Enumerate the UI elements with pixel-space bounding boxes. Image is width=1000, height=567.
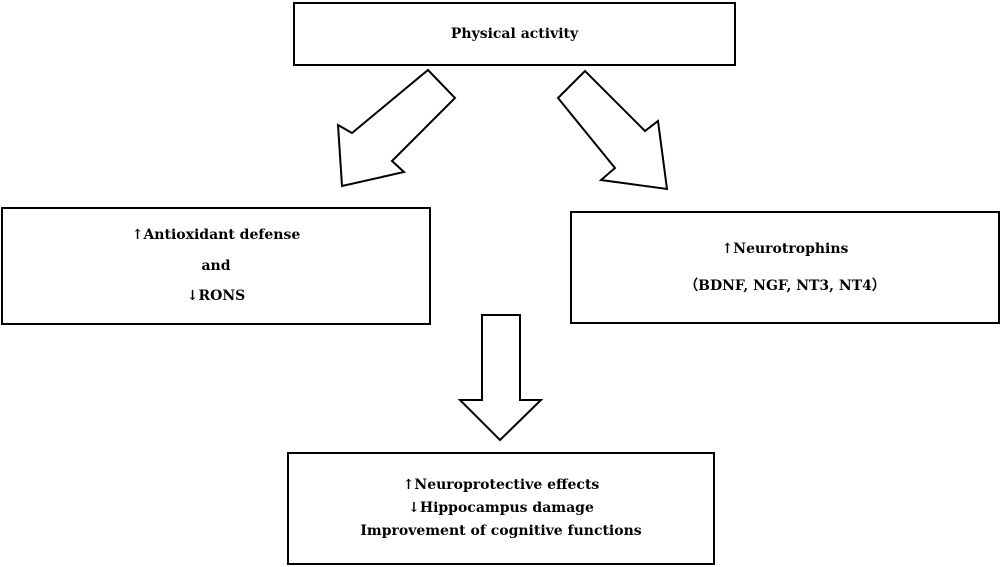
arrow-to-right-box xyxy=(556,69,669,191)
physical-activity-label: Physical activity xyxy=(450,25,579,42)
antioxidant-defense-text: ↑Antioxidant defense xyxy=(131,226,301,243)
neurotrophins-text: ↑Neurotrophins xyxy=(721,240,849,257)
rons-text: ↓RONS xyxy=(186,288,246,305)
neurotrophins-box: ↑Neurotrophins （BDNF, NGF, NT3, NT4） xyxy=(570,211,1000,324)
outcomes-box: ↑Neuroprotective effects ↓Hippocampus da… xyxy=(287,452,715,565)
antioxidant-box: ↑Antioxidant defense and ↓RONS xyxy=(1,207,431,325)
arrow-to-left-box xyxy=(336,68,457,188)
hippocampus-damage-text: ↓Hippocampus damage xyxy=(408,500,594,517)
neuroprotective-effects-text: ↑Neuroprotective effects xyxy=(402,477,600,494)
and-text: and xyxy=(201,257,231,274)
physical-activity-box: Physical activity xyxy=(293,2,736,66)
cognitive-functions-text: Improvement of cognitive functions xyxy=(360,522,642,539)
neurotrophins-list-text: （BDNF, NGF, NT3, NT4） xyxy=(684,277,886,294)
arrow-to-bottom-box xyxy=(457,314,544,442)
